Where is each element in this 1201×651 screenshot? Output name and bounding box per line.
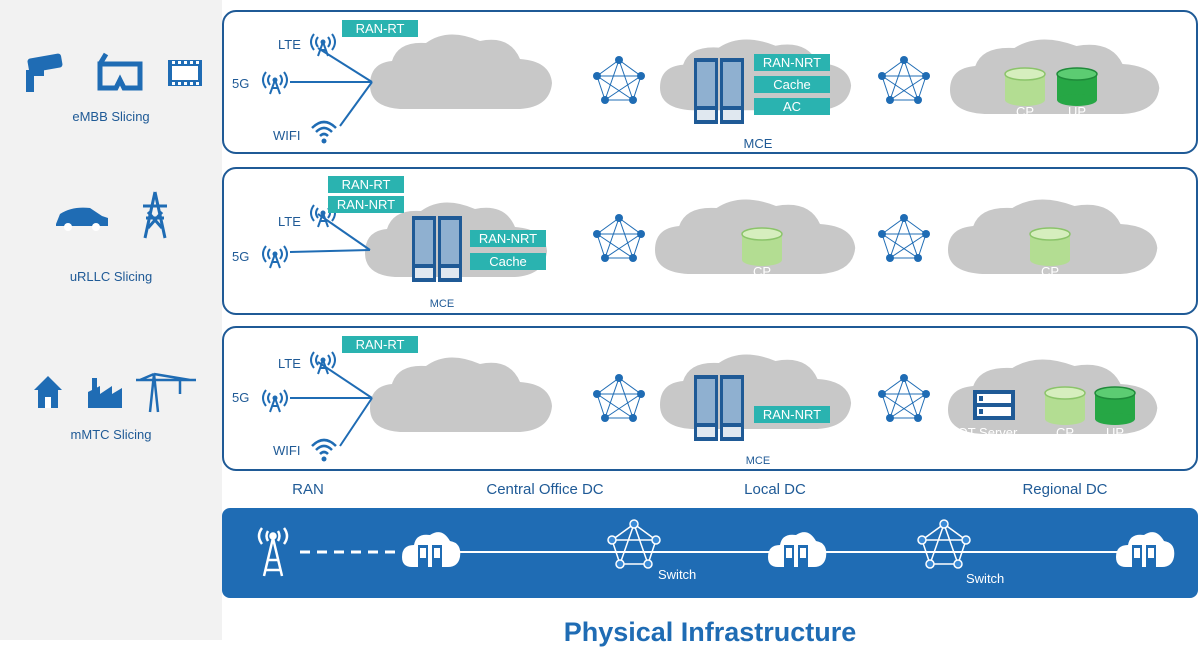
ac-tag: AC <box>754 98 830 115</box>
iot-server-label: IOT Server <box>954 425 1018 440</box>
column-label-ran: RAN <box>292 481 324 498</box>
wifi-label: WIFI <box>273 128 301 143</box>
wifi-icon <box>310 120 338 145</box>
physical-infrastructure-title: Physical Infrastructure <box>563 617 857 647</box>
mce-label: MCE <box>429 298 455 310</box>
cell-tower-icon <box>257 527 289 577</box>
ran-rt-tag: RAN-RT <box>342 20 418 37</box>
ran-nrt-tag: RAN-NRT <box>328 196 404 213</box>
ran-nrt-tag: RAN-NRT <box>754 54 830 71</box>
crane-icon <box>136 372 196 413</box>
cp-database-icon <box>1044 386 1086 426</box>
antenna-icon <box>262 71 288 95</box>
power-tower-icon <box>143 191 167 239</box>
mce-label: MCE <box>745 455 771 467</box>
cache-tag: Cache <box>470 253 546 270</box>
vr-glasses-icon <box>97 52 143 91</box>
up-database-icon <box>1094 386 1136 426</box>
up-label: UP <box>1067 104 1087 119</box>
ran-rt-tag: RAN-RT <box>342 336 418 353</box>
central-office-cloud <box>370 357 552 432</box>
embb-icons <box>26 52 202 92</box>
mesh-network-icon <box>592 213 646 263</box>
cctv-camera-icon <box>26 53 63 92</box>
mmtc-slice-label: mMTC Slicing <box>70 427 152 442</box>
lte-label: LTE <box>278 356 301 371</box>
antenna-icon <box>310 33 336 57</box>
cp-label: CP <box>1055 425 1075 440</box>
cp-database-icon <box>1004 67 1046 107</box>
car-icon <box>56 207 108 231</box>
cp-label: CP <box>1015 104 1035 119</box>
switch-label: Switch <box>658 567 697 582</box>
regional-dc-cloud <box>950 39 1160 114</box>
switch-label: Switch <box>966 571 1005 586</box>
central-office-cloud <box>370 34 552 109</box>
ran-rt-tag: RAN-RT <box>328 176 404 193</box>
mce-label: MCE <box>743 136 773 151</box>
5g-label: 5G <box>232 249 250 264</box>
film-icon <box>168 60 202 86</box>
antenna-icon <box>262 389 288 413</box>
mesh-network-icon <box>877 55 931 105</box>
wifi-label: WIFI <box>273 443 301 458</box>
mesh-network-icon <box>877 373 931 423</box>
cp-label: CP <box>752 264 772 279</box>
column-label-central-office-dc: Central Office DC <box>486 481 604 498</box>
column-label-regional-dc: Regional DC <box>1022 481 1108 498</box>
cp-database-icon <box>1029 227 1071 267</box>
house-icon <box>34 376 62 408</box>
cp-label: CP <box>1040 264 1060 279</box>
mmtc-icons <box>34 372 196 413</box>
column-label-local-dc: Local DC <box>744 481 806 498</box>
5g-label: 5G <box>232 390 250 405</box>
5g-label: 5G <box>232 76 250 91</box>
up-database-icon <box>1056 67 1098 107</box>
mesh-network-icon <box>877 213 931 263</box>
urllc-slice-label: uRLLC Slicing <box>69 269 153 284</box>
antenna-icon <box>262 245 288 269</box>
mesh-network-icon <box>592 373 646 423</box>
cache-tag: Cache <box>754 76 830 93</box>
wifi-icon <box>310 438 338 463</box>
up-label: UP <box>1105 425 1125 440</box>
ran-nrt-tag: RAN-NRT <box>754 406 830 423</box>
ran-nrt-tag: RAN-NRT <box>470 230 546 247</box>
lte-label: LTE <box>278 37 301 52</box>
embb-slice-label: eMBB Slicing <box>72 109 150 124</box>
cp-database-icon <box>741 227 783 267</box>
factory-icon <box>88 378 122 408</box>
mesh-network-icon <box>592 55 646 105</box>
urllc-icons <box>56 191 167 239</box>
slice-legend-column <box>0 0 222 640</box>
iot-server-icon <box>973 390 1015 420</box>
lte-label: LTE <box>278 214 301 229</box>
